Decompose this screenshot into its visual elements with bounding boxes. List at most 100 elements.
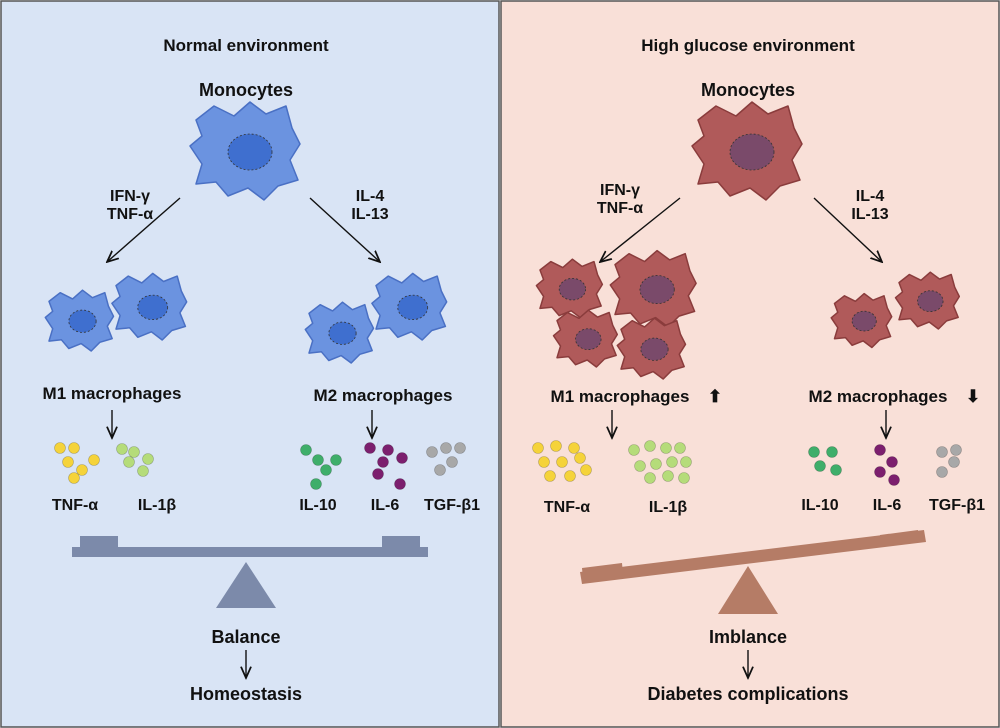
balance-label-high-glucose: Imblance [708,627,788,647]
il10-particles-normal-dot [320,464,332,476]
tgfb1-particles-normal-dot [426,446,438,458]
il1b-particles-normal-dot [123,456,135,468]
il6-particles-hg-dot [874,466,886,478]
tnf-particles-hg [532,440,592,482]
il6-particles-hg [874,444,900,486]
tnf-particles-hg-dot [564,470,576,482]
tnf-particles-hg-dot [580,464,592,476]
m2-cell-hg-b [894,271,961,330]
monocyte-normal [189,101,301,201]
m2-cell-hg-a-nucleus [851,310,877,332]
cytokine-label-hg-tnf: TNF-α [543,499,591,516]
tnf-particles-normal [54,442,100,484]
tnf-particles-hg-dot [556,456,568,468]
m2-cell-normal-a-nucleus [328,321,357,345]
m2-trend-down-icon: ⬇ [965,387,981,406]
il1b-particles-normal [116,443,154,477]
il6-particles-normal-dot [372,468,384,480]
arrow-to-m2-high-glucose [813,197,882,262]
m1-cell-hg-d [616,317,687,380]
il6-particles-hg-dot [888,474,900,486]
il1b-particles-hg-dot [660,442,672,454]
cytokine-label-hg-il6: IL-6 [872,497,902,514]
il6-particles-hg-dot [886,456,898,468]
m1-label-normal: M1 macrophages [42,384,182,403]
tgfb1-particles-normal-dot [440,442,452,454]
il10-particles-hg-dot [814,460,826,472]
il1b-particles-hg-dot [644,440,656,452]
il6-particles-normal-dot [394,478,406,490]
m1-cell-normal-a-nucleus [68,309,97,333]
il6-particles-normal-dot [382,444,394,456]
scale-pad-left-normal [80,536,118,548]
il10-particles-hg-dot [826,446,838,458]
tnf-particles-normal-dot [76,464,88,476]
m1-cell-hg-c [552,309,619,368]
tnf-particles-hg-dot [550,440,562,452]
il1b-particles-normal-dot [116,443,128,455]
il6-particles-normal [364,442,408,490]
scale-fulcrum-normal [216,562,276,608]
tnf-particles-normal-dot [54,442,66,454]
scale-beam-normal [72,547,428,557]
m2-label-high-glucose: M2 macrophages [808,387,948,406]
m1-cell-hg-b [609,249,697,328]
scale-pad-right-normal [382,536,420,548]
m1-cell-normal-a [44,289,115,352]
tgfb1-particles-normal-dot [434,464,446,476]
m1-stimuli-high-glucose: IFN-γ TNF-α [596,182,644,217]
tgfb1-particles-normal-dot [446,456,458,468]
tnf-particles-hg-dot [532,442,544,454]
monocyte-high-glucose [691,101,803,201]
arrow-to-m1-normal [107,197,181,262]
monocyte-normal-nucleus [227,133,273,171]
il10-particles-normal-dot [330,454,342,466]
tgfb1-particles-hg [936,444,962,478]
cytokine-label-normal-tgfb1: TGF-β1 [424,497,480,514]
panel-title-normal: Normal environment [163,36,329,55]
scale-fulcrum-high-glucose [718,566,778,614]
outcome-label-high-glucose: Diabetes complications [647,684,849,704]
m1-cell-hg-a [535,258,604,319]
tnf-particles-normal-dot [68,442,80,454]
tnf-particles-hg-dot [538,456,550,468]
m2-cell-normal-a [304,301,375,364]
monocytes-label-high-glucose: Monocytes [700,80,796,100]
arrow-to-m1-high-glucose [600,197,681,262]
il6-particles-normal-dot [377,456,389,468]
il1b-particles-normal-dot [128,446,140,458]
tgfb1-particles-hg-dot [948,456,960,468]
cytokine-label-hg-tgfb1: TGF-β1 [929,497,985,514]
monocyte-high-glucose-nucleus [729,133,775,171]
cytokine-label-hg-il1b: IL-1β [648,499,688,516]
il1b-particles-hg-dot [634,460,646,472]
cytokine-label-normal-il1b: IL-1β [137,497,177,514]
m2-stimuli-normal: IL-4 IL-13 [351,188,389,223]
m1-cell-hg-a-nucleus [558,278,587,301]
balance-label-normal: Balance [211,627,281,647]
il1b-particles-normal-dot [137,465,149,477]
il1b-particles-hg-dot [680,456,692,468]
tnf-particles-hg-dot [568,442,580,454]
tgfb1-particles-normal-dot [454,442,466,454]
panel-title-high-glucose: High glucose environment [641,36,855,55]
monocytes-label-normal: Monocytes [198,80,294,100]
il10-particles-normal-dot [310,478,322,490]
scale-beam-high-glucose [580,530,926,584]
il1b-particles-hg-dot [674,442,686,454]
m1-label-high-glucose: M1 macrophages [550,387,690,406]
tnf-particles-normal-dot [88,454,100,466]
tgfb1-particles-hg-dot [936,446,948,458]
cytokine-label-normal-il6: IL-6 [370,497,400,514]
il1b-particles-hg-dot [644,472,656,484]
tnf-particles-normal-dot [68,472,80,484]
il1b-particles-hg-dot [650,458,662,470]
m1-trend-up-icon: ⬆ [707,387,723,406]
il6-particles-hg-dot [874,444,886,456]
tnf-particles-hg-dot [574,452,586,464]
il6-particles-normal-dot [364,442,376,454]
tnf-particles-hg-dot [544,470,556,482]
m1-cell-normal-b [111,272,188,341]
